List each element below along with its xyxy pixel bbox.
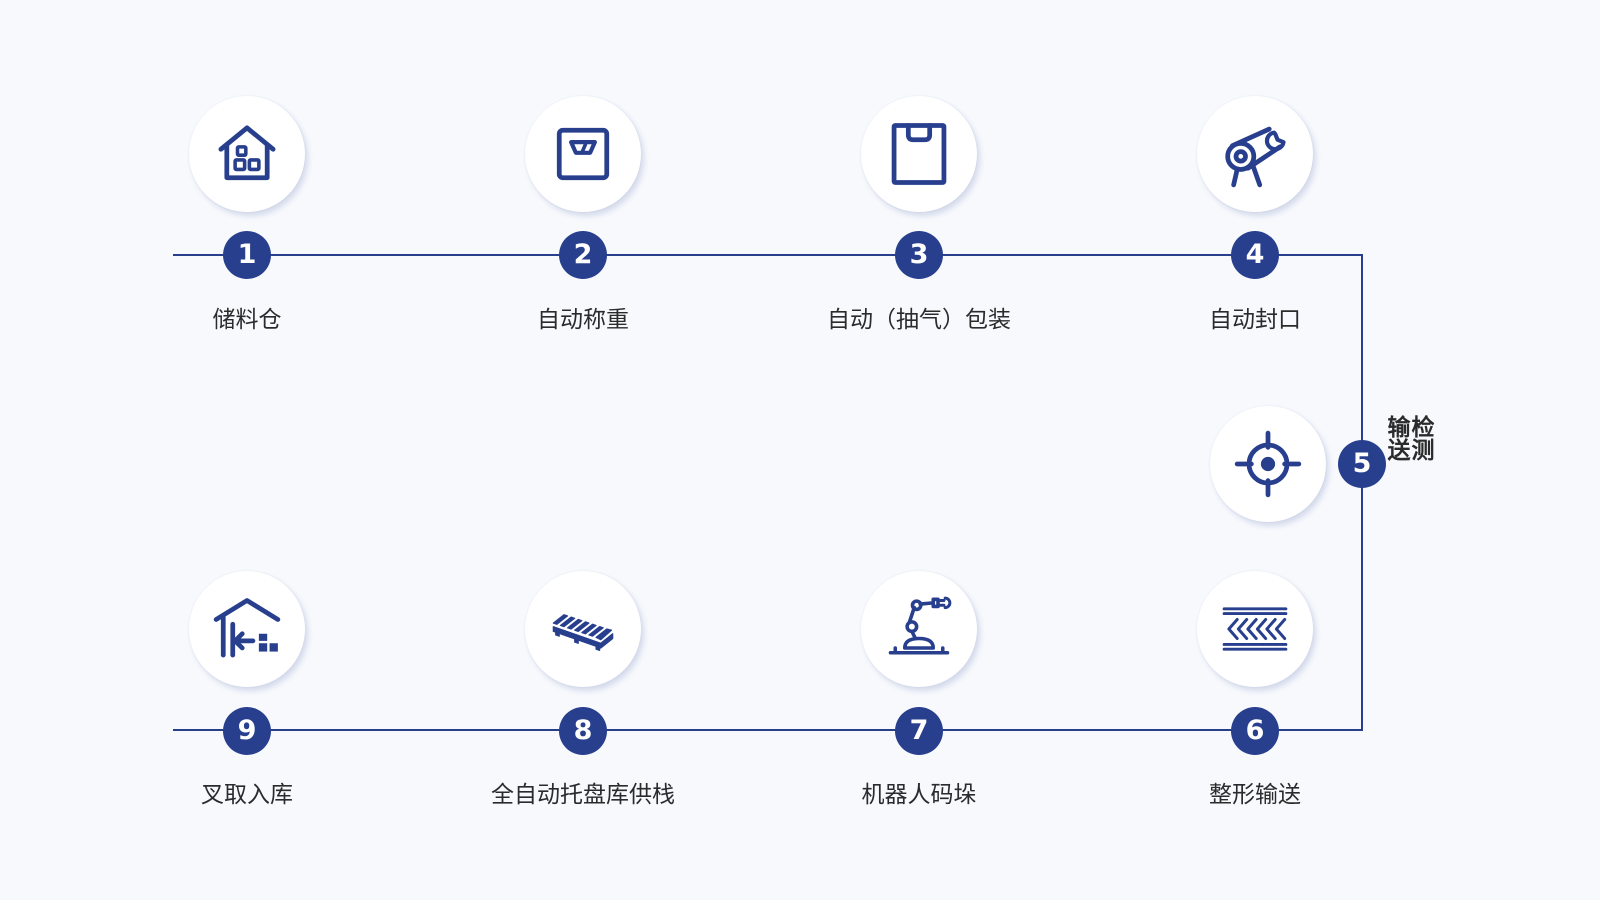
- pallet-icon: [552, 614, 614, 651]
- scale-icon: [556, 127, 610, 181]
- step-7-label: 机器人码垛: [861, 782, 977, 808]
- step-9-label: 叉取入库: [201, 782, 293, 808]
- step-8-label: 全自动托盘库供栈: [491, 782, 675, 808]
- step-5-label: 检测输送: [1383, 415, 1433, 461]
- step-4-number: 4: [1231, 231, 1279, 279]
- step-6-number: 6: [1231, 707, 1279, 755]
- step-3-label: 自动（抽气）包装: [827, 307, 1011, 333]
- step-1-icon-circle: [189, 96, 305, 212]
- conveyor-icon: [1222, 607, 1288, 651]
- warehouse-boxes-icon: [218, 125, 276, 181]
- step-5-number: 5: [1338, 440, 1386, 488]
- sealing-machine-icon: [1225, 126, 1286, 188]
- step-2-label: 自动称重: [537, 307, 629, 333]
- step-1-label: 储料仓: [212, 307, 282, 333]
- step-4-icon-circle: [1197, 96, 1313, 212]
- flow-line-bottom: [173, 729, 1363, 731]
- step-9-icon-circle: [189, 571, 305, 687]
- step-6-label: 整形输送: [1209, 782, 1301, 808]
- robot-arm-icon: [888, 596, 952, 655]
- step-2-number: 2: [559, 231, 607, 279]
- step-1-number: 1: [223, 231, 271, 279]
- step-4-label: 自动封口: [1209, 307, 1301, 333]
- bag-icon: [891, 123, 947, 185]
- flow-line-right: [1361, 254, 1363, 731]
- step-2-icon-circle: [525, 96, 641, 212]
- step-9-number: 9: [223, 707, 271, 755]
- step-7-number: 7: [895, 707, 943, 755]
- step-7-icon-circle: [861, 571, 977, 687]
- step-3-icon-circle: [861, 96, 977, 212]
- target-icon: [1234, 430, 1302, 498]
- step-6-icon-circle: [1197, 571, 1313, 687]
- warehouse-inbound-icon: [213, 598, 281, 658]
- step-8-number: 8: [559, 707, 607, 755]
- step-8-icon-circle: [525, 571, 641, 687]
- flow-line-top: [173, 254, 1363, 256]
- step-3-number: 3: [895, 231, 943, 279]
- step-5-icon-circle: [1210, 406, 1326, 522]
